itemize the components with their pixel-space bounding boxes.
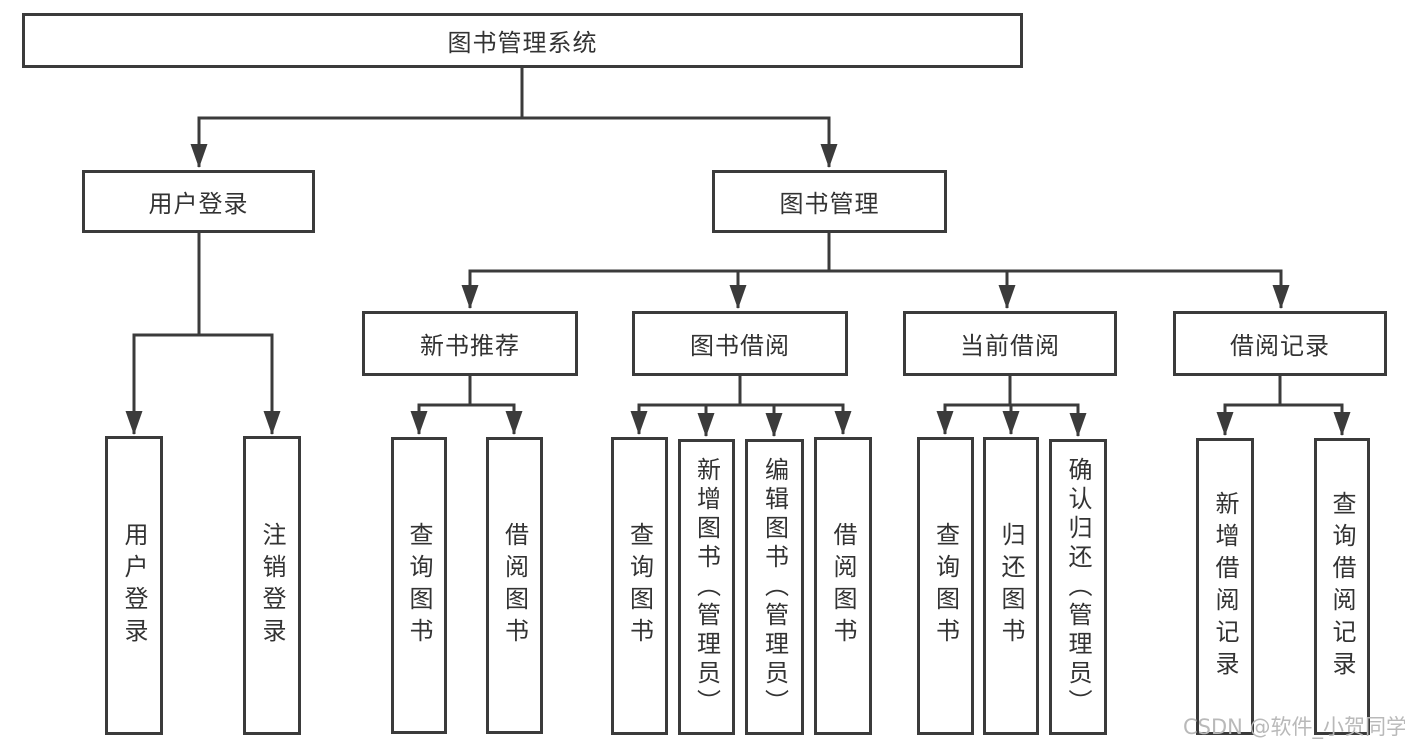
node-label: 确认归还（管理员） xyxy=(1064,456,1092,718)
node-label: 新增借阅记录 xyxy=(1211,490,1239,683)
leaf-bb-edit-book-admin: 编辑图书（管理员） xyxy=(745,439,804,735)
node-label: 借阅图书 xyxy=(500,521,529,650)
node-user-login: 用户登录 xyxy=(82,170,315,233)
leaf-logout: 注销登录 xyxy=(243,436,301,735)
node-book-mgmt: 图书管理 xyxy=(712,170,947,233)
node-root: 图书管理系统 xyxy=(22,13,1023,68)
node-label: 图书借阅 xyxy=(690,332,790,360)
node-label: 用户登录 xyxy=(148,190,249,218)
node-label: 当前借阅 xyxy=(960,332,1060,360)
node-label: 用户登录 xyxy=(120,521,148,650)
leaf-cb-confirm-return-admin: 确认归还（管理员） xyxy=(1049,439,1107,735)
leaf-br-add-record: 新增借阅记录 xyxy=(1196,438,1254,735)
leaf-nb-borrow-book: 借阅图书 xyxy=(486,437,543,734)
node-label: 查询图书 xyxy=(931,522,960,650)
leaf-bb-query-book: 查询图书 xyxy=(611,437,668,735)
node-current-borrow: 当前借阅 xyxy=(903,311,1117,376)
leaf-cb-query-book: 查询图书 xyxy=(917,437,974,735)
node-book-borrow: 图书借阅 xyxy=(632,311,848,376)
leaf-bb-add-book-admin: 新增图书（管理员） xyxy=(678,439,735,735)
csdn-watermark: CSDN @软件_小贺同学 xyxy=(1183,715,1405,739)
node-new-book-recommend: 新书推荐 xyxy=(362,311,578,376)
leaf-cb-return-book: 归还图书 xyxy=(983,437,1039,735)
node-label: 查询图书 xyxy=(625,522,654,650)
leaf-br-query-record: 查询借阅记录 xyxy=(1314,438,1370,735)
leaf-nb-query-book: 查询图书 xyxy=(391,437,447,734)
node-label: 新书推荐 xyxy=(420,332,520,360)
node-label: 图书管理 xyxy=(779,190,880,218)
node-label: 借阅记录 xyxy=(1230,332,1330,360)
node-label: 注销登录 xyxy=(258,521,286,650)
node-label: 新增图书（管理员） xyxy=(692,456,721,718)
node-borrow-records: 借阅记录 xyxy=(1173,311,1387,376)
node-label: 图书管理系统 xyxy=(447,29,598,57)
node-label: 查询借阅记录 xyxy=(1328,490,1356,683)
leaf-user-login: 用户登录 xyxy=(105,436,163,735)
node-label: 归还图书 xyxy=(997,522,1025,650)
node-label: 查询图书 xyxy=(405,521,433,650)
leaf-bb-borrow-book: 借阅图书 xyxy=(814,437,872,735)
node-label: 编辑图书（管理员） xyxy=(760,456,789,718)
node-label: 借阅图书 xyxy=(829,522,857,650)
